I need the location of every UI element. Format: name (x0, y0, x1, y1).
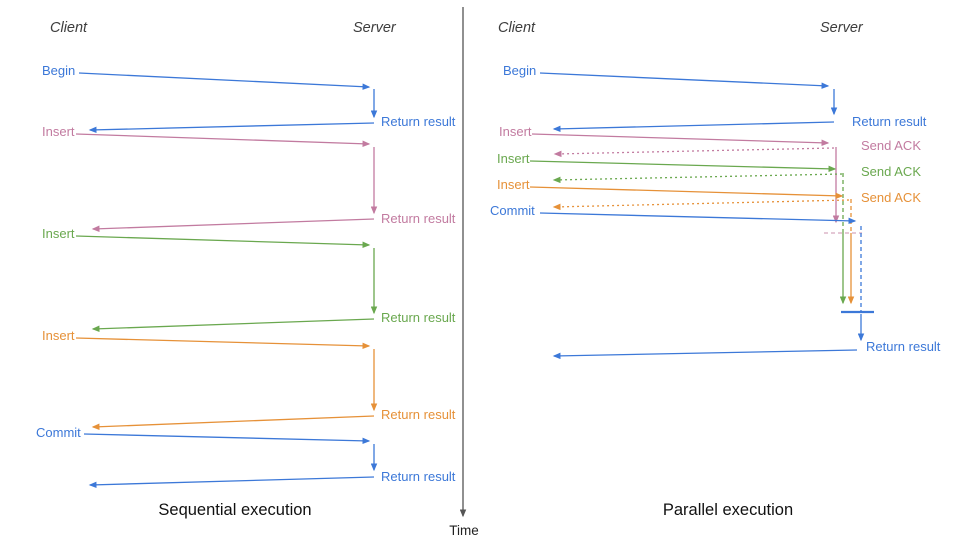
par-return-begin: Return result (852, 114, 927, 129)
par-ack-insert3: Send ACK (861, 190, 921, 205)
par-commit-arrows (539, 212, 874, 342)
seq-return-insert3: Return result (381, 407, 456, 422)
seq-title: Sequential execution (158, 501, 312, 519)
seq-op-insert3: Insert (42, 328, 75, 343)
seq-insert3-arrows (75, 337, 378, 430)
seq-commit-arrows (83, 433, 378, 489)
par-title: Parallel execution (662, 501, 794, 519)
seq-return-insert2: Return result (381, 310, 456, 325)
par-op-insert3: Insert (497, 177, 530, 192)
par-ack-insert1: Send ACK (861, 138, 921, 153)
par-final-return-arrow (552, 349, 858, 360)
seq-return-insert1: Return result (381, 211, 456, 226)
seq-begin-arrows (78, 72, 378, 134)
seq-server-header: Server (353, 20, 396, 36)
seq-return-begin: Return result (381, 114, 456, 129)
par-begin-arrows (539, 72, 838, 133)
seq-return-commit: Return result (381, 469, 456, 484)
seq-op-commit: Commit (36, 425, 81, 440)
seq-op-insert1: Insert (42, 124, 75, 139)
par-insert3-arrows (529, 186, 855, 305)
seq-op-begin: Begin (42, 63, 76, 78)
par-server-header: Server (820, 20, 863, 36)
par-op-commit: Commit (490, 203, 535, 218)
par-insert2-arrows (529, 160, 847, 305)
par-final-return-label: Return result (866, 339, 941, 354)
time-axis-label: Time (449, 523, 479, 538)
seq-insert1-arrows (75, 133, 378, 233)
par-op-insert1: Insert (499, 124, 532, 139)
seq-client-header: Client (50, 20, 88, 36)
seq-op-insert2: Insert (42, 226, 75, 241)
par-op-insert2: Insert (497, 151, 530, 166)
seq-insert2-arrows (75, 235, 378, 333)
par-client-header: Client (498, 20, 536, 36)
par-op-begin: Begin (503, 63, 537, 78)
par-ack-insert2: Send ACK (861, 164, 921, 179)
par-insert1-arrows (531, 133, 840, 224)
